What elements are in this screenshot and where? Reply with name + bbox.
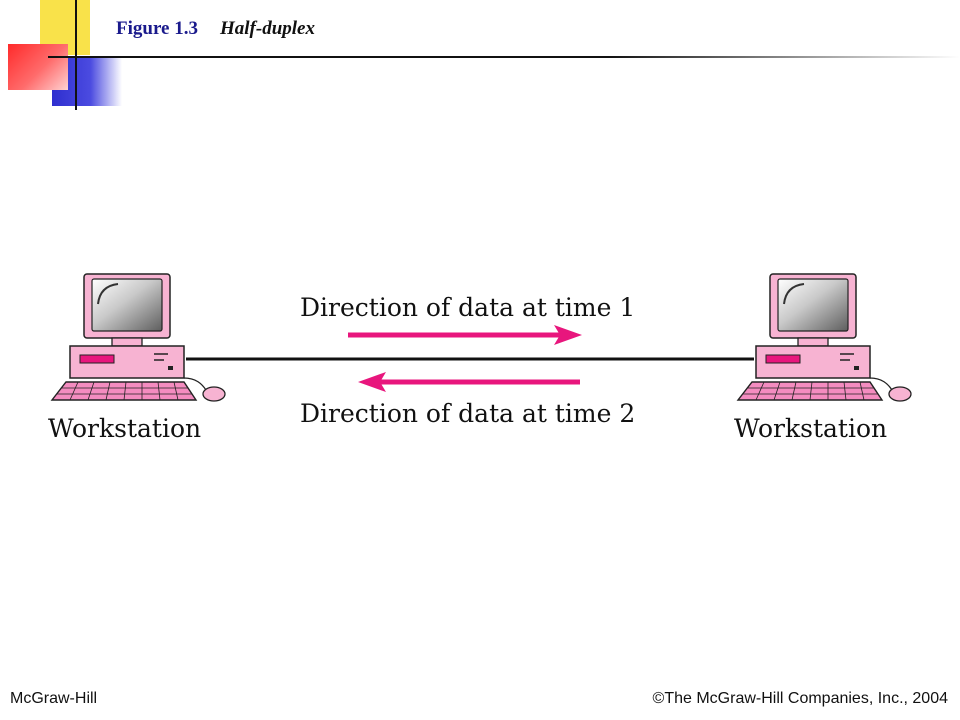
decor-horizontal-rule-fade — [608, 56, 960, 58]
left-workstation-label: Workstation — [48, 414, 201, 443]
figure-number: Figure 1.3 — [116, 18, 198, 39]
decor-red-square — [8, 44, 68, 90]
direction-time1-label: Direction of data at time 1 — [300, 293, 635, 322]
arrow-time1-right-icon — [348, 325, 582, 345]
figure-title: Half-duplex — [219, 18, 315, 39]
direction-time2-label: Direction of data at time 2 — [300, 399, 635, 428]
right-workstation-computer-icon — [737, 273, 912, 402]
decor-horizontal-rule — [48, 56, 608, 58]
footer-publisher: McGraw-Hill — [10, 690, 98, 707]
arrow-time2-left-icon — [358, 372, 580, 392]
left-workstation-computer-icon — [51, 273, 226, 402]
decor-vertical-rule — [75, 0, 77, 110]
slide-title: Figure 1.3 Half-duplex — [116, 18, 315, 40]
footer-copyright: ©The McGraw-Hill Companies, Inc., 2004 — [652, 690, 948, 707]
right-workstation-label: Workstation — [734, 414, 887, 443]
